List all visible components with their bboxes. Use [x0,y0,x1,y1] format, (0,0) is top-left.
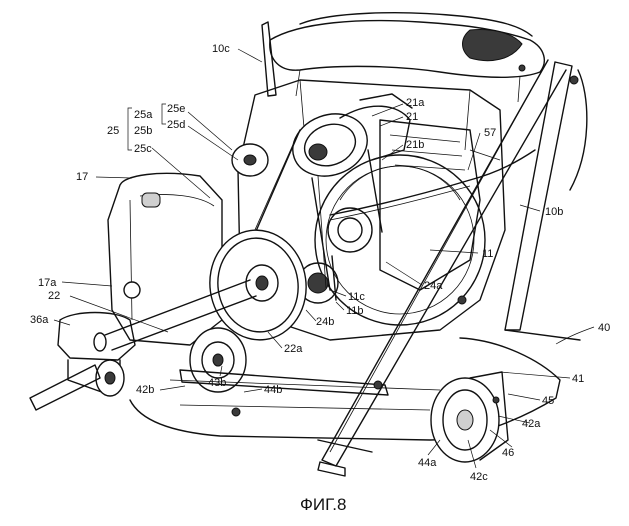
label-43b: 43b [208,377,226,389]
label-24a: 24a [424,280,443,292]
label-25: 25 [107,125,119,137]
label-22: 22 [48,290,60,302]
leader-lines [53,48,595,469]
label-10c: 10c [212,43,230,55]
reference-labels: 10c 21a 21 25e 25a 25d 25 25b 57 21b 25c… [30,43,610,483]
label-25d: 25d [167,119,185,131]
label-25b: 25b [134,125,152,137]
label-11c: 11c [348,291,365,303]
label-45: 45 [542,395,554,407]
label-21: 21 [406,111,418,123]
label-17a: 17a [38,277,57,289]
label-22a: 22a [284,343,303,355]
label-42a: 42a [522,418,541,430]
machine-illustration [29,12,588,477]
label-25e: 25e [167,103,185,115]
label-41: 41 [572,373,584,385]
label-11: 11 [482,248,493,260]
label-17: 17 [76,171,88,183]
label-25a: 25a [134,109,153,121]
label-11b: 11b [346,305,364,317]
label-25c: 25c [134,143,152,155]
label-57: 57 [484,127,496,139]
label-42c: 42c [470,471,488,483]
label-44b: 44b [264,384,282,396]
label-21a: 21a [406,97,425,109]
figure-caption: ФИГ.8 [300,495,346,514]
label-21b: 21b [406,139,424,151]
label-44a: 44a [418,457,437,469]
label-40: 40 [598,322,610,334]
label-36a: 36a [30,314,49,326]
label-46: 46 [502,447,514,459]
label-42b: 42b [136,384,154,396]
label-10b: 10b [545,206,563,218]
label-24b: 24b [316,316,334,328]
